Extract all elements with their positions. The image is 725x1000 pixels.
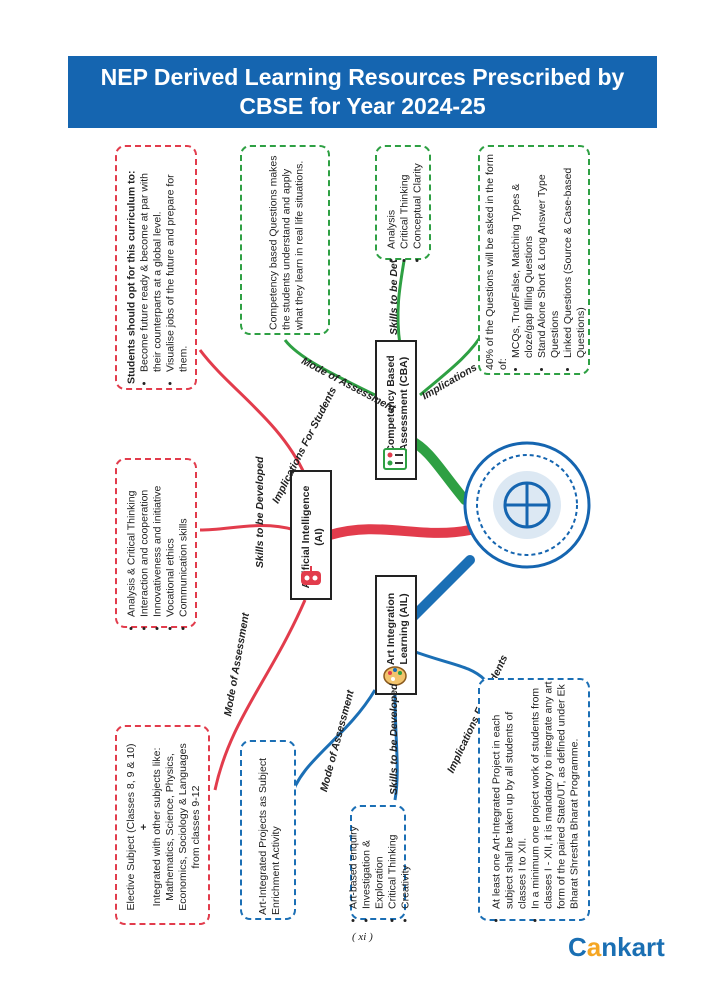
cba-implications-content: 40% of the Questions will be asked in th… [484,154,588,370]
cba-implication-item: Linked Questions (Source & Case-based Qu… [562,154,588,358]
brand-logo: Cankart [568,932,665,963]
checklist-icon [382,447,408,471]
ai-implication-item: Become future ready & become at par with… [139,154,165,372]
ai-skill-item: Innovativeness and initiative [152,461,165,617]
ail-implications-branch [409,648,487,682]
ail-skills-label: Skills to be Developed [388,683,400,795]
ai-node: Artificial Intelligence (AI) [290,470,332,600]
ai-skill-item: Communication skills [178,461,191,617]
ai-skill-item: Vocational ethics [165,461,178,617]
ail-skill-item: Art-based enquiry [348,807,361,909]
cba-assessment-text: Competency based Questions makes the stu… [267,155,306,330]
brand-a: a [586,932,602,962]
ail-node: Art Integration Learning (AIL) [375,575,417,695]
ai-skill-item: Analysis & Critical Thinking [126,461,139,617]
ail-implications-list: At least one Art-Integrated Project in e… [491,681,582,921]
ai-assessment-content: Elective Subject (Classes 8, 9 & 10) + I… [125,734,203,920]
title-line-1: NEP Derived Learning Resources Prescribe… [100,64,625,90]
cba-skill-item: Conceptual Clarity [412,147,425,249]
ai-robot-icon [298,566,324,588]
ai-assessment-plus: + [138,823,150,831]
ai-assessment-line2: Integrated with other subjects like: Mat… [151,743,202,911]
ai-assessment-line1: Elective Subject (Classes 8, 9 & 10) [125,743,137,911]
ail-main-branch [405,555,475,625]
ai-assessment-box: Elective Subject (Classes 8, 9 & 10) + I… [115,725,210,925]
ail-assessment-box: Art-Integrated Projects as Subject Enric… [240,740,296,920]
cba-implications-title: 40% of the Questions will be asked in th… [484,154,509,370]
ai-skills-box: Analysis & Critical Thinking Interaction… [115,458,197,628]
ail-implication-item: In a minimum one project work of student… [530,681,582,909]
ail-skills-box: Art-based enquiry Investigation & Explor… [348,805,412,920]
cba-skill-item: Critical Thinking [399,147,412,250]
cba-skill-item: Analysis [386,147,399,249]
ai-implications-title: Students should opt for this curriculum … [125,170,138,385]
palette-icon [382,664,408,688]
ai-skills-list: Analysis & Critical Thinking Interaction… [126,461,191,629]
ai-main-branch [325,524,475,540]
cba-implications-box: 40% of the Questions will be asked in th… [478,145,590,375]
cba-node: Competency Based Assessment (CBA) [375,340,417,480]
ail-skill-item: Investigation & Exploration [361,807,387,909]
ai-implications-branch [198,349,307,476]
cba-implication-item: MCQs, True/False, Matching Types & cloze… [510,154,536,358]
ail-implications-box: At least one Art-Integrated Project in e… [478,678,590,921]
ail-skill-item: Creativity [400,807,413,909]
ail-implication-item: At least one Art-Integrated Project in e… [491,681,530,909]
brand-rest: nkart [601,932,665,962]
brand-c: C [568,932,587,962]
ail-skill-item: Critical Thinking [387,807,400,910]
ai-skills-label: Skills to be Developed [254,456,266,568]
ai-assessment-branch [213,599,307,791]
cba-skills-list: Analysis Critical Thinking Conceptual Cl… [386,147,425,261]
cba-assessment-box: Competency based Questions makes the stu… [240,145,330,335]
ai-implications-box: Students should opt for this curriculum … [115,145,197,390]
cba-main-branch [405,435,470,505]
ail-assessment-text: Art-Integrated Projects as Subject Enric… [257,758,282,915]
ai-implications-content: Students should opt for this curriculum … [125,154,191,385]
ai-skills-branch [199,524,296,532]
ai-skill-item: Interaction and cooperation [139,461,152,617]
cba-implication-item: Stand Alone Short & Long Answer Type Que… [536,154,562,358]
ai-implication-item: Visualise jobs of the future and prepare… [165,154,191,372]
cba-assessment-branch [283,339,376,397]
title-banner: NEP Derived Learning Resources Prescribe… [68,56,657,128]
cbse-logo [462,440,592,570]
cba-skills-branch [396,254,407,346]
title-line-2: CBSE for Year 2024-25 [239,93,486,119]
cba-skills-box: Analysis Critical Thinking Conceptual Cl… [375,145,431,260]
ail-skills-list: Art-based enquiry Investigation & Explor… [348,807,413,921]
page-number: ( xi ) [352,931,373,943]
ail-skills-branch [393,694,399,801]
